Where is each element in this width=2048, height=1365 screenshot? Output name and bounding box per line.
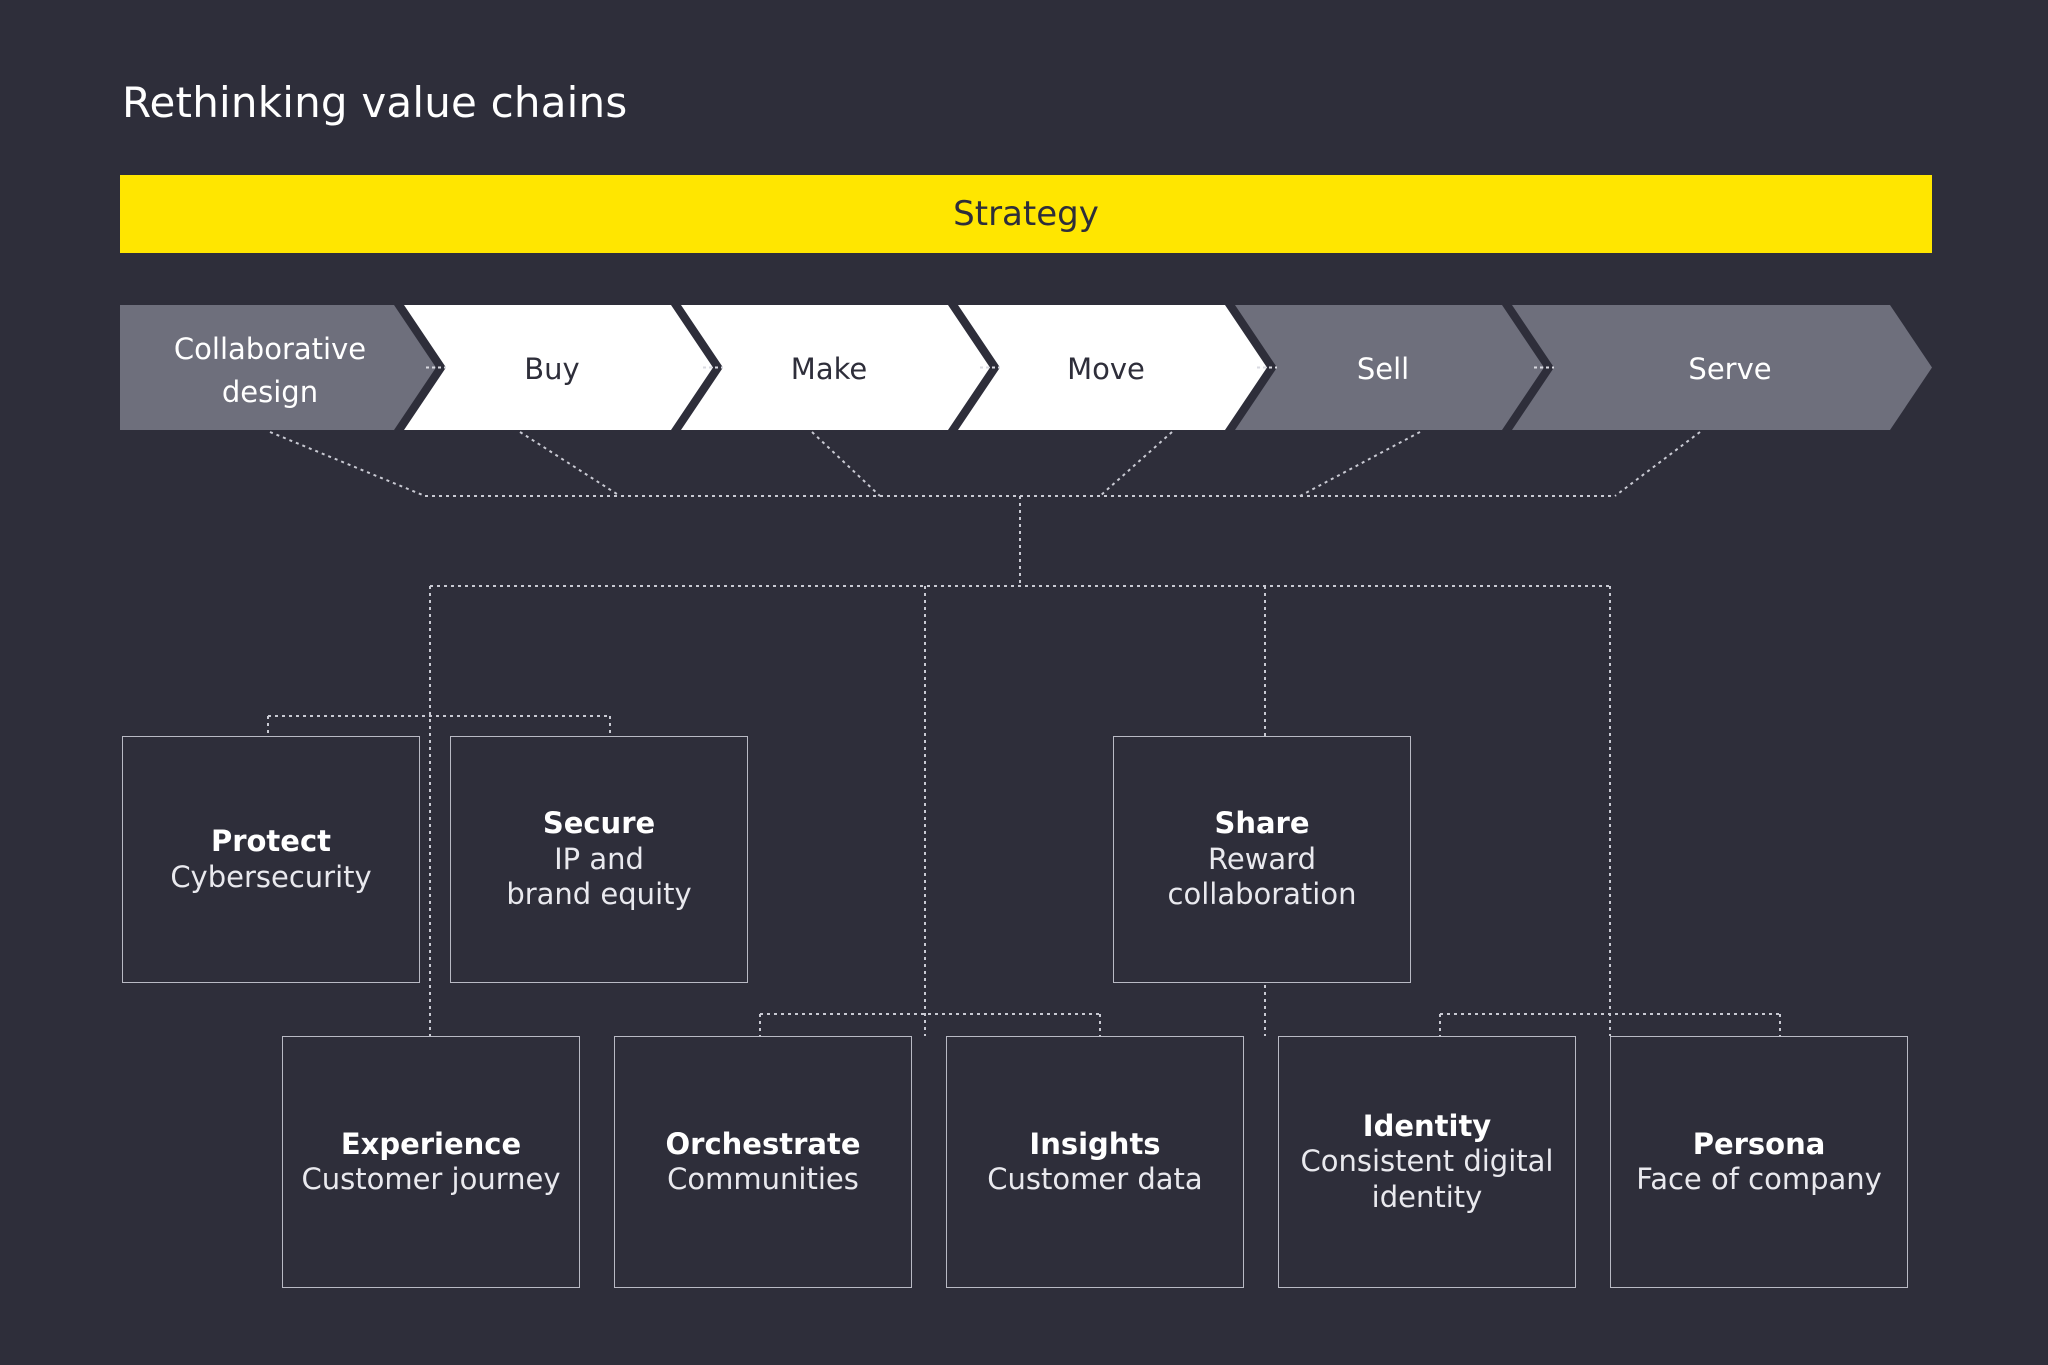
chevron-label-line1: Collaborative xyxy=(174,332,366,366)
node-subtitle: Consistent digital identity xyxy=(1300,1144,1554,1214)
node-subtitle: IP and brand equity xyxy=(506,841,692,912)
capability-box-orchestrate[interactable]: Orchestrate Communities xyxy=(614,1036,912,1288)
capability-box-share[interactable]: Share Reward collaboration xyxy=(1113,736,1411,983)
value-chain-chevron-row: Collaborative design Buy Make Move Sell xyxy=(120,305,1932,430)
strategy-label: Strategy xyxy=(953,194,1099,234)
chevron-stage-serve[interactable]: Serve xyxy=(1512,305,1932,430)
chevron-stage-collaborative-design[interactable]: Collaborative design xyxy=(120,305,436,430)
capability-box-protect[interactable]: Protect Cybersecurity xyxy=(122,736,420,983)
chevron-label-line2: design xyxy=(222,375,318,409)
node-title: Identity xyxy=(1362,1108,1492,1143)
chevron-stage-buy[interactable]: Buy xyxy=(404,305,713,430)
capability-box-experience[interactable]: Experience Customer journey xyxy=(282,1036,580,1288)
node-title: Secure xyxy=(542,806,656,841)
capability-box-insights[interactable]: Insights Customer data xyxy=(946,1036,1244,1288)
chevron-label: Buy xyxy=(524,352,579,386)
capability-box-persona[interactable]: Persona Face of company xyxy=(1610,1036,1908,1288)
capability-box-identity[interactable]: Identity Consistent digital identity xyxy=(1278,1036,1576,1288)
chevron-stage-sell[interactable]: Sell xyxy=(1235,305,1544,430)
chevron-stage-make[interactable]: Make xyxy=(681,305,990,430)
node-title: Insights xyxy=(1029,1126,1161,1161)
node-subtitle: Reward collaboration xyxy=(1167,841,1357,912)
node-title: Experience xyxy=(340,1126,522,1161)
node-title: Share xyxy=(1214,806,1310,841)
node-subtitle: Communities xyxy=(667,1162,859,1196)
chevron-stage-move[interactable]: Move xyxy=(958,305,1267,430)
node-subtitle: Face of company xyxy=(1636,1162,1882,1196)
node-title: Persona xyxy=(1692,1126,1826,1161)
strategy-bar: Strategy xyxy=(120,175,1932,253)
node-subtitle: Customer journey xyxy=(301,1162,561,1196)
capability-box-secure[interactable]: Secure IP and brand equity xyxy=(450,736,748,983)
node-subtitle: Customer data xyxy=(987,1162,1203,1196)
chevron-label: Sell xyxy=(1357,352,1409,386)
chevron-label: Make xyxy=(791,352,867,386)
node-title: Protect xyxy=(210,824,332,859)
node-subtitle: Cybersecurity xyxy=(170,859,372,894)
node-title: Orchestrate xyxy=(665,1126,861,1161)
chevron-label: Serve xyxy=(1688,352,1771,386)
chevron-label: Move xyxy=(1067,352,1145,386)
page-title: Rethinking value chains xyxy=(122,78,628,127)
